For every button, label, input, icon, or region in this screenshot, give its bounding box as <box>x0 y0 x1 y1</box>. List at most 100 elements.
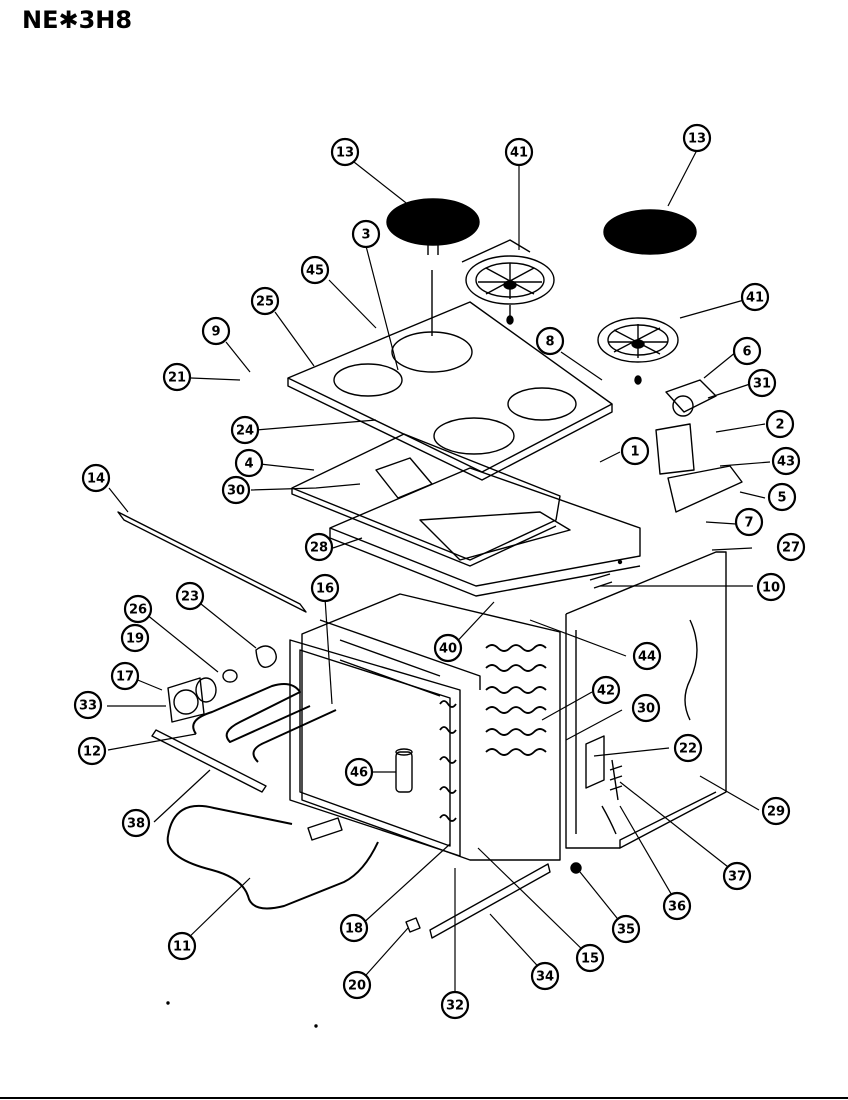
callout-number: 23 <box>181 590 199 605</box>
callout-number: 3 <box>361 228 370 243</box>
callout-circle <box>234 448 264 478</box>
callout-number: 8 <box>545 335 554 350</box>
callout-circle <box>201 316 231 346</box>
callout-circle <box>77 736 107 766</box>
burner-pan-front <box>597 317 679 385</box>
callout-circle <box>351 219 381 249</box>
callout-circle <box>530 961 560 991</box>
callout-16: 16 <box>310 573 340 603</box>
callout-15: 15 <box>575 943 605 973</box>
callout-28: 28 <box>304 532 334 562</box>
callout-43: 43 <box>771 446 801 476</box>
callout-circle <box>120 623 150 653</box>
callout-number: 22 <box>679 742 697 757</box>
callout-circle <box>123 594 153 624</box>
callout-number: 31 <box>753 377 771 392</box>
callout-circle <box>682 123 712 153</box>
side-panel <box>565 551 727 849</box>
callout-number: 24 <box>236 424 254 439</box>
callout-number: 2 <box>775 418 784 433</box>
callout-number: 10 <box>762 581 780 596</box>
callout-circle <box>344 757 374 787</box>
callout-number: 30 <box>227 484 245 499</box>
callout-circle <box>433 633 463 663</box>
callout-number: 17 <box>116 670 134 685</box>
callout-30: 30 <box>221 475 251 505</box>
callout-circle <box>535 326 565 356</box>
callout-42: 42 <box>591 675 621 705</box>
callout-number: 7 <box>744 516 753 531</box>
maintop <box>287 239 613 481</box>
oven-cavity <box>289 593 561 861</box>
trim-strip <box>117 511 307 613</box>
callout-number: 6 <box>742 345 751 360</box>
callout-5: 5 <box>767 482 797 512</box>
leader-lines <box>107 149 771 1002</box>
callout-number: 38 <box>127 817 145 832</box>
callout-circle <box>611 914 641 944</box>
callout-44: 44 <box>632 641 662 671</box>
callout-4: 4 <box>234 448 264 478</box>
callout-circle <box>300 255 330 285</box>
callout-number: 28 <box>310 541 328 556</box>
callout-number: 26 <box>129 603 147 618</box>
callout-25: 25 <box>250 286 280 316</box>
callout-circle <box>81 463 111 493</box>
burner-pan-rear <box>465 255 555 325</box>
callout-circle <box>756 572 786 602</box>
callout-14: 14 <box>81 463 111 493</box>
callout-number: 19 <box>126 632 144 647</box>
control-switches <box>589 379 743 589</box>
surface-element-left <box>386 198 480 255</box>
callout-circle <box>662 891 692 921</box>
callout-number: 4 <box>244 457 253 472</box>
element-bracket <box>151 729 267 793</box>
callout-number: 30 <box>637 702 655 717</box>
callout-10: 10 <box>756 572 786 602</box>
callout-number: 13 <box>336 146 354 161</box>
convection-fan <box>167 645 277 723</box>
callout-circle <box>304 532 334 562</box>
callout-8: 8 <box>535 326 565 356</box>
callout-12: 12 <box>77 736 107 766</box>
callout-number: 36 <box>668 900 686 915</box>
callout-circle <box>620 436 650 466</box>
callout-3: 3 <box>351 219 381 249</box>
callout-37: 37 <box>722 861 752 891</box>
cabinet-top <box>329 467 641 597</box>
callout-36: 36 <box>662 891 692 921</box>
leveling-leg <box>570 862 582 874</box>
callout-circle <box>162 362 192 392</box>
screw <box>405 917 421 933</box>
callout-number: 33 <box>79 699 97 714</box>
callout-27: 27 <box>776 532 806 562</box>
callout-34: 34 <box>530 961 560 991</box>
surface-element-right <box>603 209 697 255</box>
callout-number: 14 <box>87 472 105 487</box>
callout-circle <box>740 282 770 312</box>
callout-number: 42 <box>597 684 615 699</box>
callout-circle <box>230 415 260 445</box>
door-hinge <box>585 735 623 835</box>
callout-19: 19 <box>120 623 150 653</box>
callout-9: 9 <box>201 316 231 346</box>
callout-circle <box>767 482 797 512</box>
callout-number: 37 <box>728 870 746 885</box>
callout-number: 12 <box>83 745 101 760</box>
callout-32: 32 <box>440 990 470 1020</box>
callout-number: 32 <box>446 999 464 1014</box>
callout-number: 29 <box>767 805 785 820</box>
callout-46: 46 <box>344 757 374 787</box>
callout-number: 40 <box>439 642 457 657</box>
callout-41: 41 <box>740 282 770 312</box>
callout-13: 13 <box>330 137 360 167</box>
callout-circle <box>776 532 806 562</box>
callout-2: 2 <box>765 409 795 439</box>
callout-11: 11 <box>167 931 197 961</box>
callout-circle <box>121 808 151 838</box>
callout-circle <box>342 970 372 1000</box>
callout-17: 17 <box>110 661 140 691</box>
